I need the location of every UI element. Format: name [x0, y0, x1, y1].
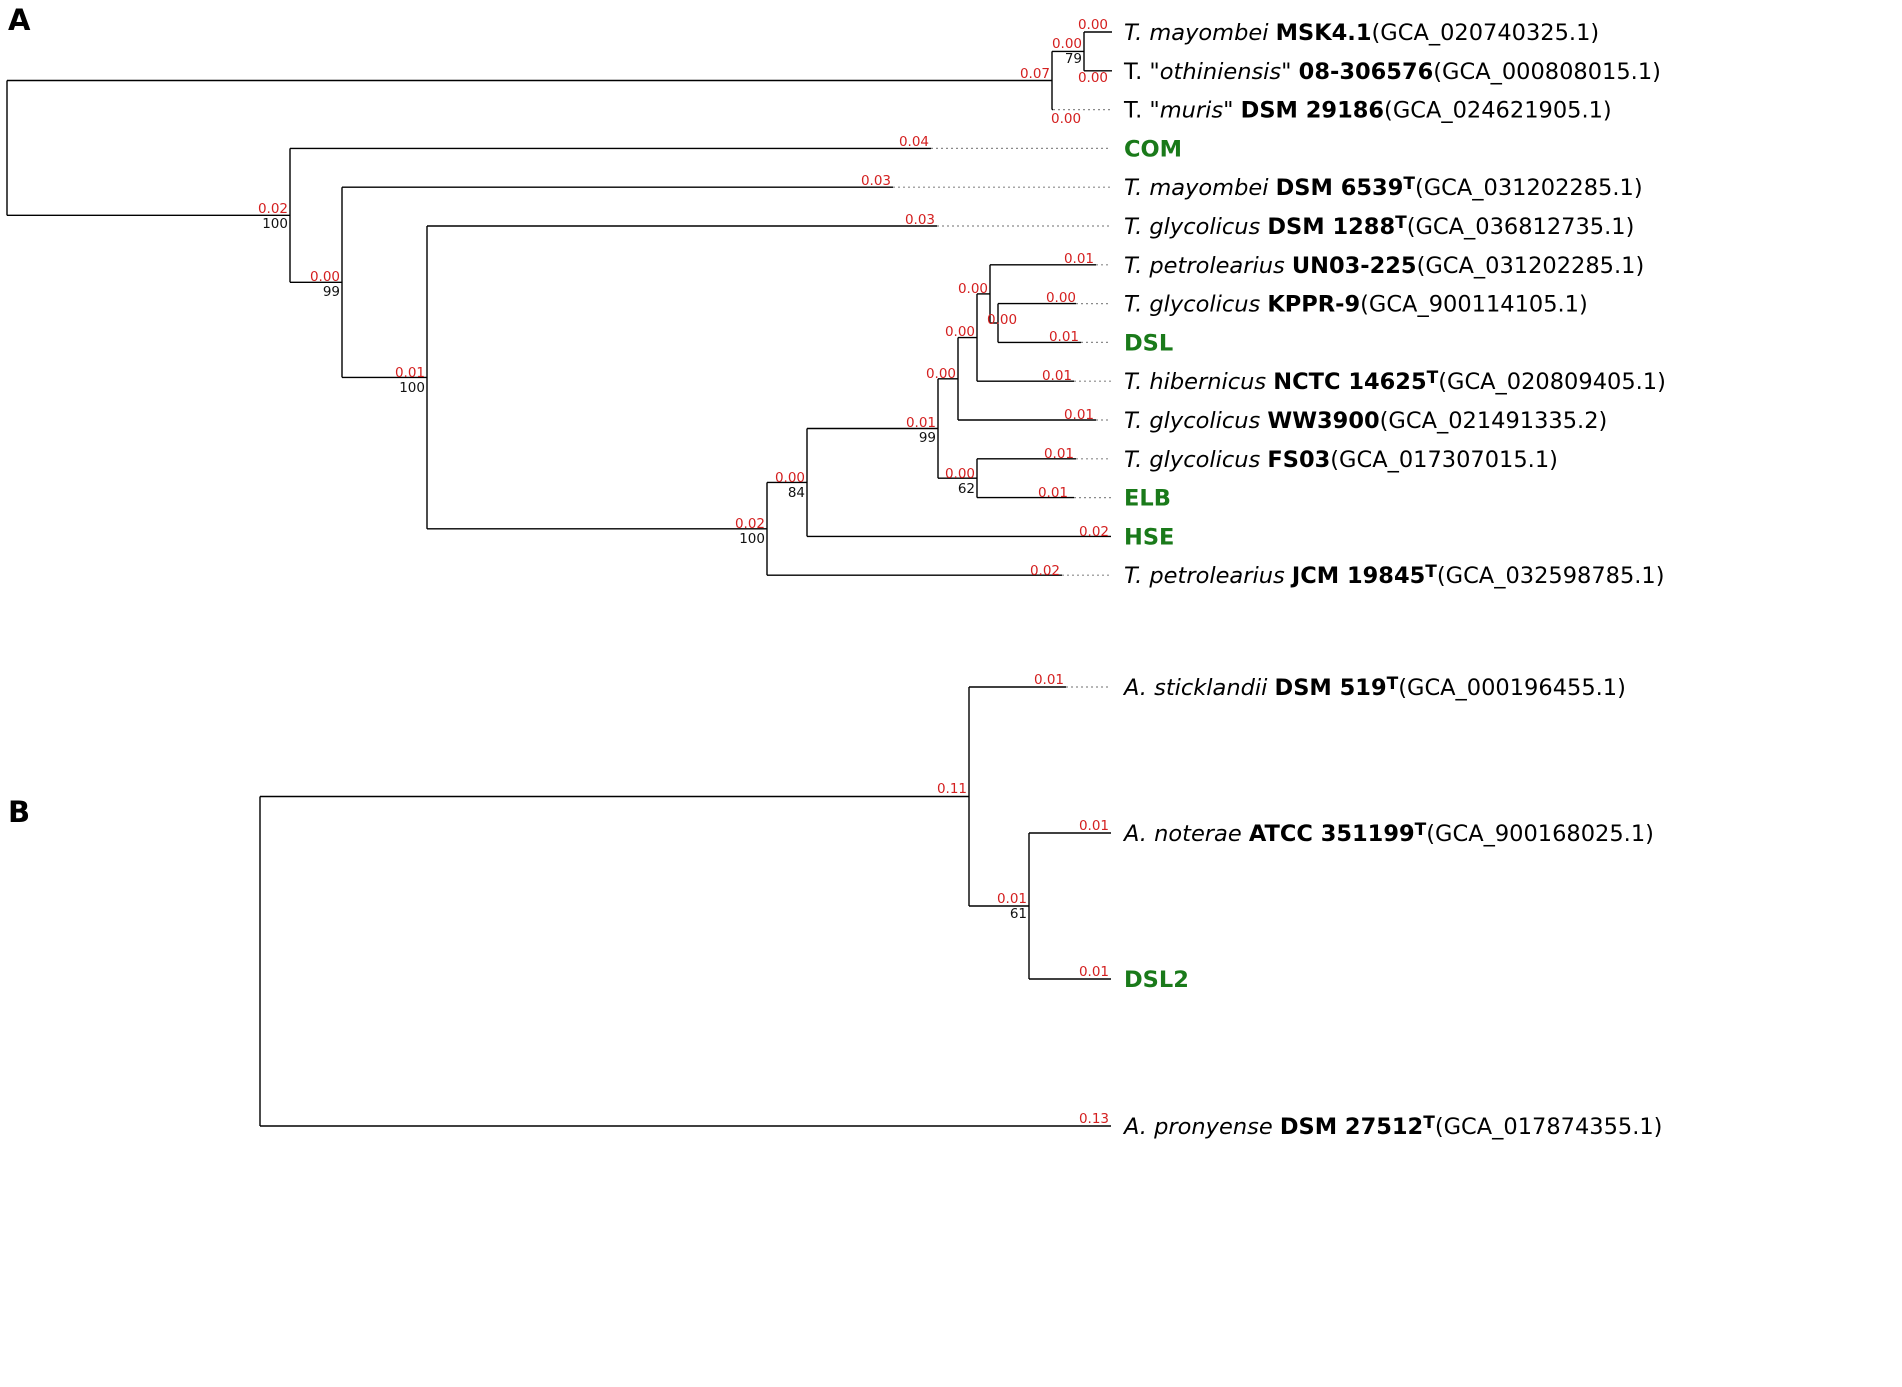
panel-label-b: B — [8, 795, 30, 829]
branch-length-ELB: 0.01 — [1038, 485, 1068, 501]
node-branch-length-n_big: 0.02 — [735, 516, 765, 532]
tip-label-stick: A. sticklandii DSM 519T(GCA_000196455.1) — [1122, 674, 1626, 701]
branch-length-DSL: 0.01 — [1049, 329, 1079, 345]
branch-length-stick: 0.01 — [1034, 672, 1064, 688]
tip-label-may6539: T. mayombei DSM 6539T(GCA_031202285.1) — [1124, 174, 1643, 201]
node-branch-length-b_stick: 0.11 — [937, 781, 967, 797]
node-branch-length-n_hse: 0.00 — [775, 470, 805, 486]
tree-panel-a: T. mayombei MSK4.1(GCA_020740325.1) T. "o… — [6, 17, 1666, 589]
branch-length-pron: 0.13 — [1079, 1111, 1109, 1127]
branch-length-glyKPPR: 0.00 — [1046, 290, 1076, 306]
tip-label-mur: T. "muris" DSM 29186(GCA_024621905.1) — [1123, 98, 1612, 124]
bootstrap-n_big: 100 — [739, 531, 765, 547]
node-branch-length-b_noter_dsl2: 0.01 — [997, 891, 1027, 907]
node-branch-length-n_may6539: 0.00 — [310, 269, 340, 285]
tip-label-gly1288: T. glycolicus DSM 1288T(GCA_036812735.1) — [1124, 213, 1634, 240]
branch-length-glyFS: 0.01 — [1044, 446, 1074, 462]
branch-length-oth: 0.00 — [1078, 70, 1108, 86]
tip-label-pron: A. pronyense DSM 27512T(GCA_017874355.1) — [1122, 1113, 1662, 1140]
branch-length-DSL2: 0.01 — [1079, 964, 1109, 980]
branch-length-COM: 0.04 — [899, 134, 929, 150]
bootstrap-b_noter_dsl2: 61 — [1010, 906, 1027, 922]
tip-label-hib: T. hibernicus NCTC 14625T(GCA_020809405.… — [1124, 368, 1666, 395]
tree-panel-b: A. sticklandii DSM 519T(GCA_000196455.1)… — [259, 672, 1662, 1140]
node-branch-length-n_ww: 0.00 — [926, 366, 956, 382]
tip-label-glyKPPR: T. glycolicus KPPR-9(GCA_900114105.1) — [1124, 292, 1588, 318]
bootstrap-n_fs_elb: 62 — [958, 481, 975, 497]
branch-length-hib: 0.01 — [1042, 368, 1072, 384]
bootstrap-n_may6539: 99 — [323, 284, 340, 300]
bootstrap-n_core: 99 — [919, 430, 936, 446]
tip-label-DSL: DSL — [1124, 330, 1173, 356]
bootstrap-n_oth_may: 79 — [1065, 51, 1082, 67]
branch-length-glyWW: 0.01 — [1064, 407, 1094, 423]
branch-length-HSE: 0.02 — [1079, 524, 1109, 540]
tip-label-glyFS: T. glycolicus FS03(GCA_017307015.1) — [1124, 447, 1558, 473]
tip-label-COM: COM — [1124, 136, 1182, 162]
node-branch-length-n_com: 0.02 — [258, 201, 288, 217]
bootstrap-n_com: 100 — [262, 216, 288, 232]
branch-length-petUN: 0.01 — [1064, 251, 1094, 267]
branch-length-gly1288: 0.03 — [905, 212, 935, 228]
branch-length-noter: 0.01 — [1079, 818, 1109, 834]
node-branch-length-n_hib: 0.00 — [945, 324, 975, 340]
tip-label-mayMSK: T. mayombei MSK4.1(GCA_020740325.1) — [1124, 20, 1599, 46]
tip-label-ELB: ELB — [1124, 486, 1171, 512]
branch-length-mur: 0.00 — [1051, 111, 1081, 127]
tip-label-petJCM: T. petrolearius JCM 19845T(GCA_032598785… — [1124, 562, 1665, 589]
panel-label-a: A — [8, 3, 31, 37]
branch-length-petJCM: 0.02 — [1030, 563, 1060, 579]
branch-length-mayMSK: 0.00 — [1078, 17, 1108, 33]
node-branch-length-n_fs_elb: 0.00 — [945, 466, 975, 482]
branch-length-may6539: 0.03 — [861, 173, 891, 189]
node-branch-length-n_kppr_dsl: 0.00 — [987, 312, 1017, 328]
tip-label-DSL2: DSL2 — [1124, 967, 1189, 993]
tip-label-noter: A. noterae ATCC 351199T(GCA_900168025.1) — [1122, 820, 1654, 847]
tip-label-glyWW: T. glycolicus WW3900(GCA_021491335.2) — [1124, 408, 1607, 434]
tip-label-HSE: HSE — [1124, 524, 1174, 550]
tip-label-petUN: T. petrolearius UN03-225(GCA_031202285.1… — [1124, 253, 1644, 279]
node-branch-length-n_core: 0.01 — [906, 415, 936, 431]
bootstrap-n_hse: 84 — [788, 485, 805, 501]
tip-label-oth: T. "othiniensis" 08-306576(GCA_000808015… — [1123, 59, 1661, 85]
bootstrap-n_gly1288: 100 — [399, 380, 425, 396]
node-branch-length-n_top: 0.07 — [1020, 66, 1050, 82]
node-branch-length-n_un: 0.00 — [958, 281, 988, 297]
node-branch-length-n_gly1288: 0.01 — [395, 365, 425, 381]
node-branch-length-n_oth_may: 0.00 — [1052, 36, 1082, 52]
